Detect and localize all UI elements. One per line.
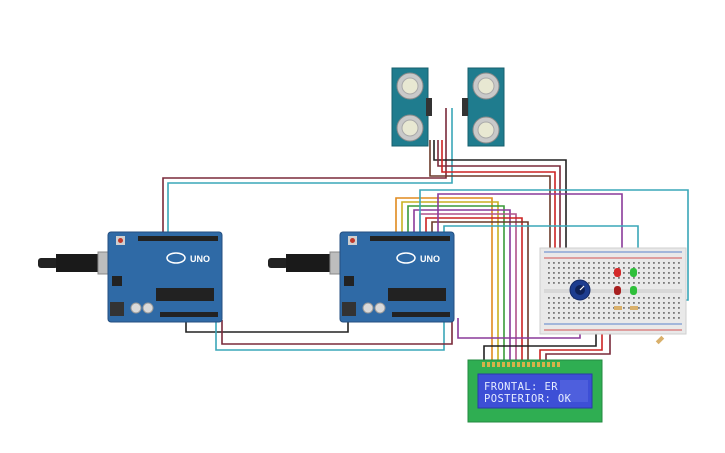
digital-header bbox=[138, 236, 218, 241]
arduino-uno-left[interactable]: UNO bbox=[38, 231, 223, 323]
resistor[interactable] bbox=[655, 335, 665, 345]
wire-black-sensor-right[interactable] bbox=[433, 140, 567, 250]
wire-teal-bottom[interactable] bbox=[215, 320, 445, 351]
atmega-chip bbox=[388, 288, 446, 301]
led-green-top[interactable] bbox=[630, 268, 637, 277]
atmega-chip bbox=[156, 288, 214, 301]
board-label: UNO bbox=[420, 254, 440, 264]
lcd-pins bbox=[482, 362, 560, 367]
led-red-top[interactable] bbox=[614, 268, 621, 277]
led-red-bottom[interactable] bbox=[614, 286, 621, 295]
wire-black-bottom[interactable] bbox=[185, 314, 349, 333]
usb-cable bbox=[38, 258, 58, 268]
digital-header bbox=[370, 236, 450, 241]
lcd-display[interactable]: FRONTAL: ER POSTERIOR: OK bbox=[467, 359, 603, 423]
wire-yellow-top[interactable] bbox=[401, 201, 499, 360]
wire-teal-sensor-left[interactable] bbox=[167, 108, 453, 236]
wire-maroon-sensor-left[interactable] bbox=[162, 108, 447, 236]
wire-red-sensor[interactable] bbox=[441, 140, 556, 250]
wire-brown-sensor[interactable] bbox=[429, 140, 551, 250]
resistor[interactable] bbox=[614, 306, 622, 310]
resistor[interactable] bbox=[630, 306, 638, 310]
usb-cable bbox=[268, 258, 288, 268]
breadboard-holes bbox=[548, 262, 680, 319]
power-header bbox=[392, 312, 450, 317]
ultrasonic-sensor-left[interactable] bbox=[391, 67, 432, 147]
wire-red-lcd[interactable] bbox=[539, 330, 603, 360]
led-green-bottom[interactable] bbox=[630, 286, 637, 295]
arduino-logo bbox=[396, 252, 416, 264]
wire-black-lcd[interactable] bbox=[483, 330, 597, 360]
breadboard[interactable] bbox=[539, 247, 687, 345]
wire-green-top[interactable] bbox=[407, 205, 505, 360]
arduino-logo bbox=[166, 252, 186, 264]
potentiometer[interactable] bbox=[569, 279, 591, 301]
wire-brown-top[interactable] bbox=[431, 221, 529, 360]
sensor-pins bbox=[462, 98, 468, 116]
sensor-pins bbox=[426, 98, 432, 116]
wire-purple-top[interactable] bbox=[413, 209, 511, 360]
lcd-line-1: FRONTAL: ER bbox=[484, 381, 558, 393]
wire-maroon-bottom[interactable] bbox=[221, 320, 453, 345]
ultrasonic-sensor-right[interactable] bbox=[462, 67, 505, 147]
power-header bbox=[160, 312, 218, 317]
wire-maroon-sensor-right[interactable] bbox=[437, 140, 561, 250]
lcd-blocks bbox=[560, 380, 588, 402]
arduino-uno-right[interactable]: UNO bbox=[268, 231, 455, 323]
lcd-line-2: POSTERIOR: OK bbox=[484, 393, 572, 405]
wire-maroon-lcd[interactable] bbox=[545, 330, 611, 360]
wire-orange-top[interactable] bbox=[395, 197, 493, 360]
wire-red-top[interactable] bbox=[425, 217, 523, 360]
board-label: UNO bbox=[190, 254, 210, 264]
